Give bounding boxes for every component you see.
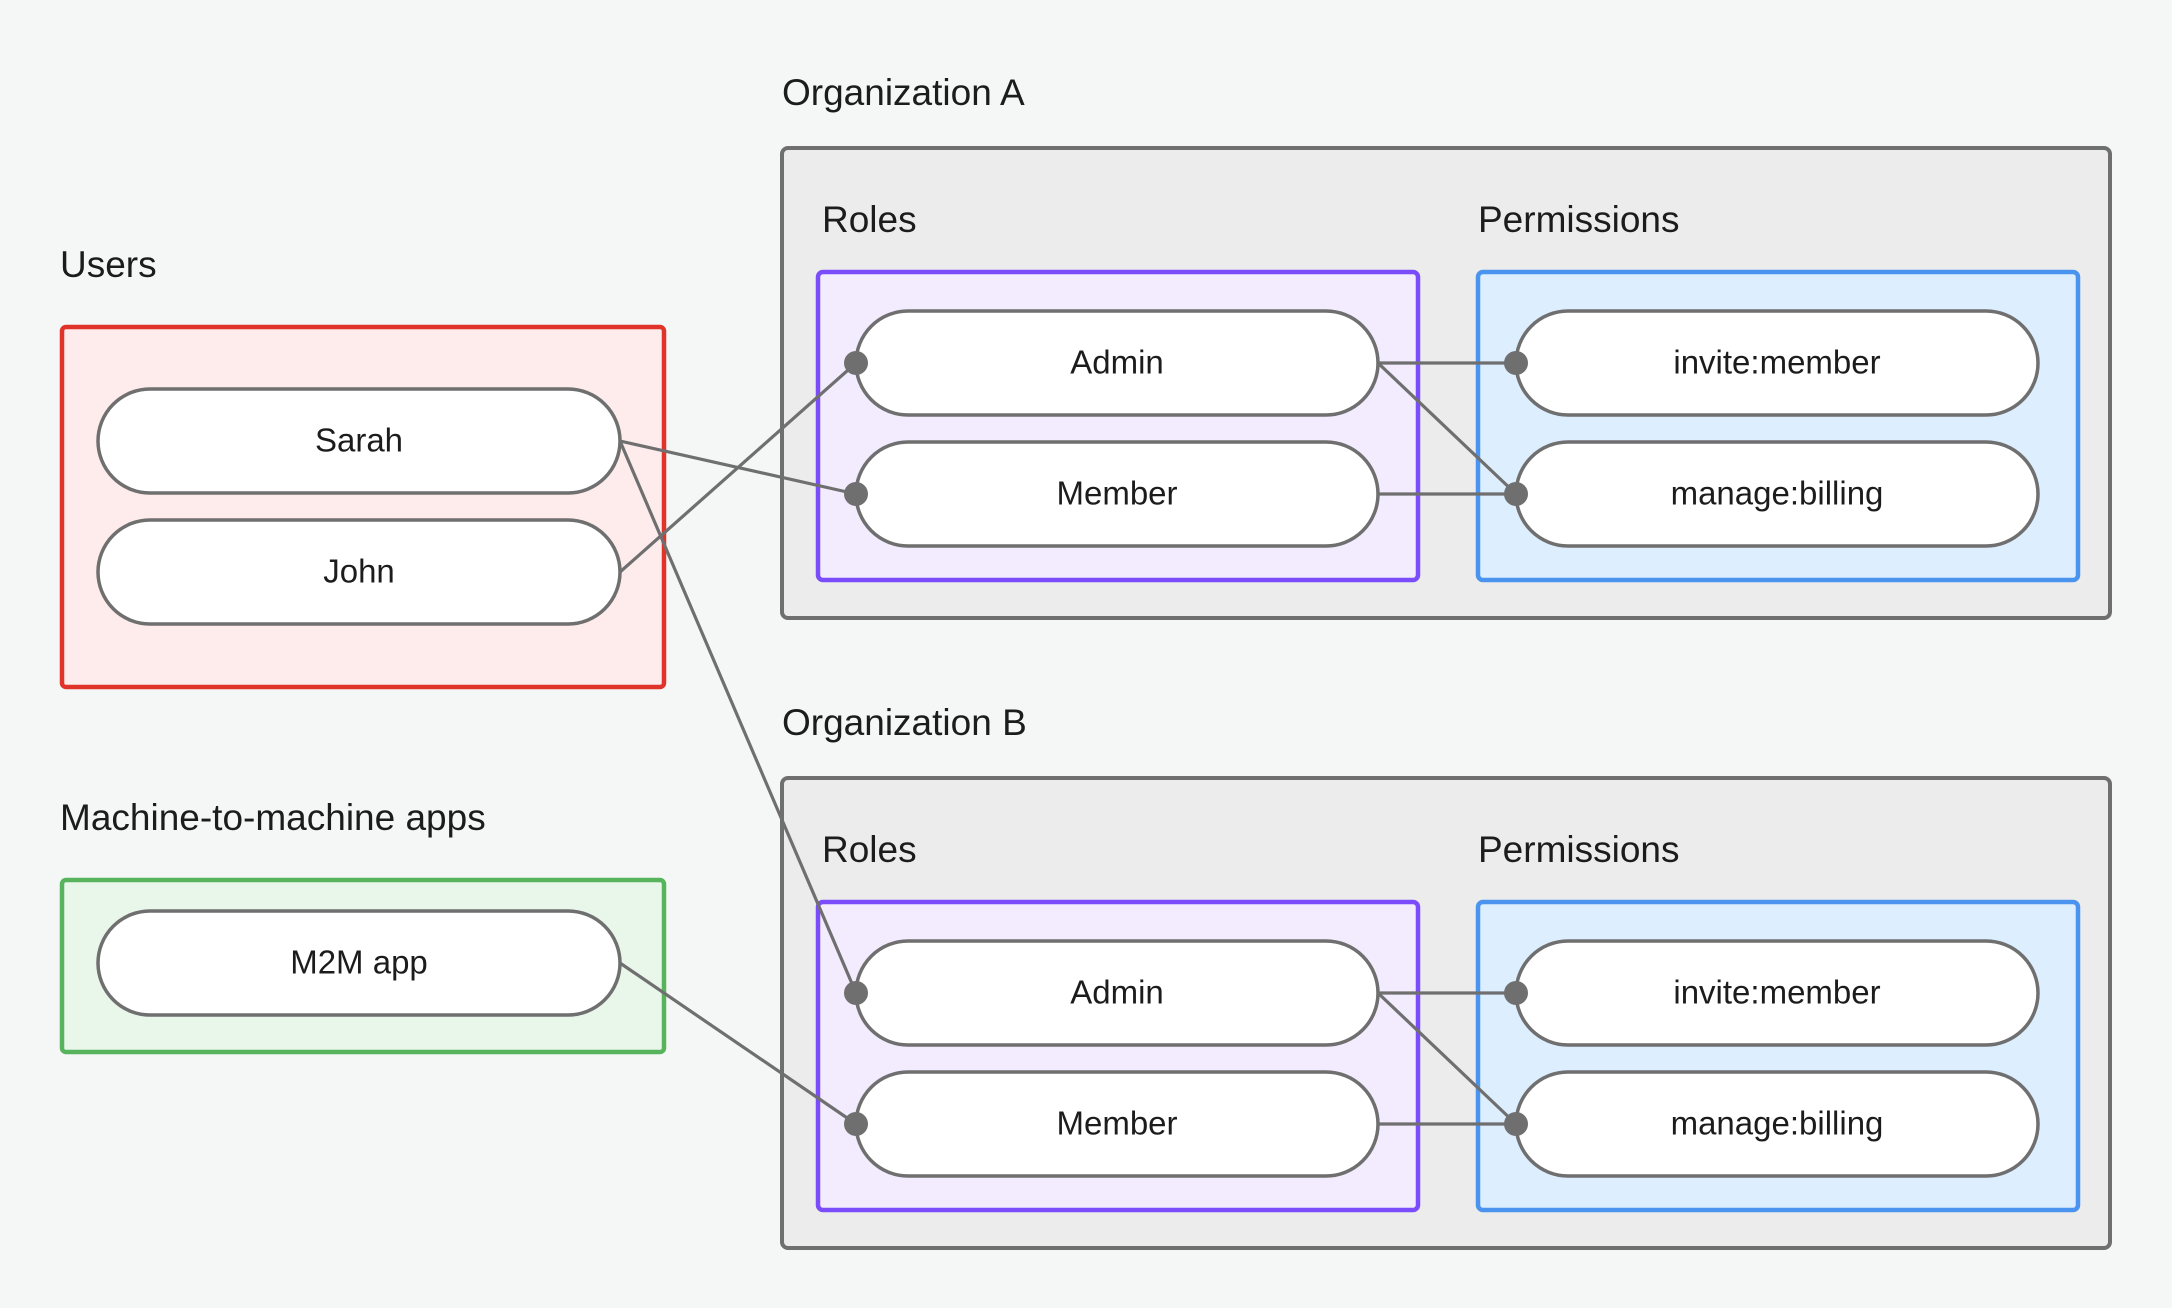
m2m-title: Machine-to-machine apps bbox=[60, 797, 486, 838]
node-org-a-admin-label: Admin bbox=[1070, 344, 1164, 381]
users-title: Users bbox=[60, 244, 157, 285]
org-a-permissions-heading: Permissions bbox=[1478, 199, 1680, 240]
endpoint-org-b-manage-billing-in bbox=[1504, 1112, 1528, 1136]
node-m2m-app[interactable]: M2M app bbox=[96, 909, 622, 1017]
node-m2m-app-shape[interactable] bbox=[96, 909, 622, 1017]
edge-sarah-to-orga-member bbox=[619, 439, 857, 496]
node-org-b-member-label: Member bbox=[1056, 1105, 1177, 1142]
node-org-a-invite-member-label: invite:member bbox=[1673, 344, 1880, 381]
users-container bbox=[59, 324, 667, 690]
endpoint-org-a-admin-in bbox=[844, 351, 868, 375]
node-org-b-admin[interactable]: Admin bbox=[854, 939, 1380, 1047]
edge-orga-admin-to-manage-billing bbox=[1376, 361, 1518, 496]
endpoint-org-a-manage-billing-in bbox=[1504, 482, 1528, 506]
node-sarah-label: Sarah bbox=[315, 422, 403, 459]
node-m2m-app-label: M2M app bbox=[290, 944, 428, 981]
edges-layer bbox=[618, 361, 1518, 1126]
node-john-label: John bbox=[323, 553, 395, 590]
endpoint-org-a-member-in bbox=[844, 482, 868, 506]
node-org-b-manage-billing[interactable]: manage:billing bbox=[1514, 1070, 2040, 1178]
org-b-permissions-heading: Permissions bbox=[1478, 829, 1680, 870]
node-org-a-invite-member[interactable]: invite:member bbox=[1514, 309, 2040, 417]
endpoint-org-a-invite-member-in bbox=[1504, 351, 1528, 375]
edge-orgb-admin-to-manage-billing bbox=[1376, 991, 1518, 1126]
node-john-shape[interactable] bbox=[96, 518, 622, 626]
node-org-a-admin[interactable]: Admin bbox=[854, 309, 1380, 417]
node-org-b-member[interactable]: Member bbox=[854, 1070, 1380, 1178]
node-org-b-admin-label: Admin bbox=[1070, 974, 1164, 1011]
node-john[interactable]: John bbox=[96, 518, 622, 626]
node-org-a-member-label: Member bbox=[1056, 475, 1177, 512]
node-sarah-shape[interactable] bbox=[96, 387, 622, 495]
org-b-roles-heading: Roles bbox=[822, 829, 917, 870]
org-b-title: Organization B bbox=[782, 702, 1027, 743]
endpoint-org-b-member-in bbox=[844, 1112, 868, 1136]
org-a-title: Organization A bbox=[782, 72, 1025, 113]
node-sarah[interactable]: Sarah bbox=[96, 387, 622, 495]
node-org-a-member[interactable]: Member bbox=[854, 440, 1380, 548]
org-a-roles-heading: Roles bbox=[822, 199, 917, 240]
edge-sarah-to-orgb-admin bbox=[618, 440, 858, 994]
endpoint-org-b-invite-member-in bbox=[1504, 981, 1528, 1005]
edge-m2mapp-to-orgb-member bbox=[619, 961, 857, 1126]
edge-endpoints-layer bbox=[844, 351, 1528, 1136]
node-org-a-manage-billing[interactable]: manage:billing bbox=[1514, 440, 2040, 548]
endpoint-org-b-admin-in bbox=[844, 981, 868, 1005]
node-org-b-invite-member[interactable]: invite:member bbox=[1514, 939, 2040, 1047]
node-org-a-manage-billing-label: manage:billing bbox=[1671, 475, 1884, 512]
node-org-b-manage-billing-label: manage:billing bbox=[1671, 1105, 1884, 1142]
node-org-b-invite-member-label: invite:member bbox=[1673, 974, 1880, 1011]
